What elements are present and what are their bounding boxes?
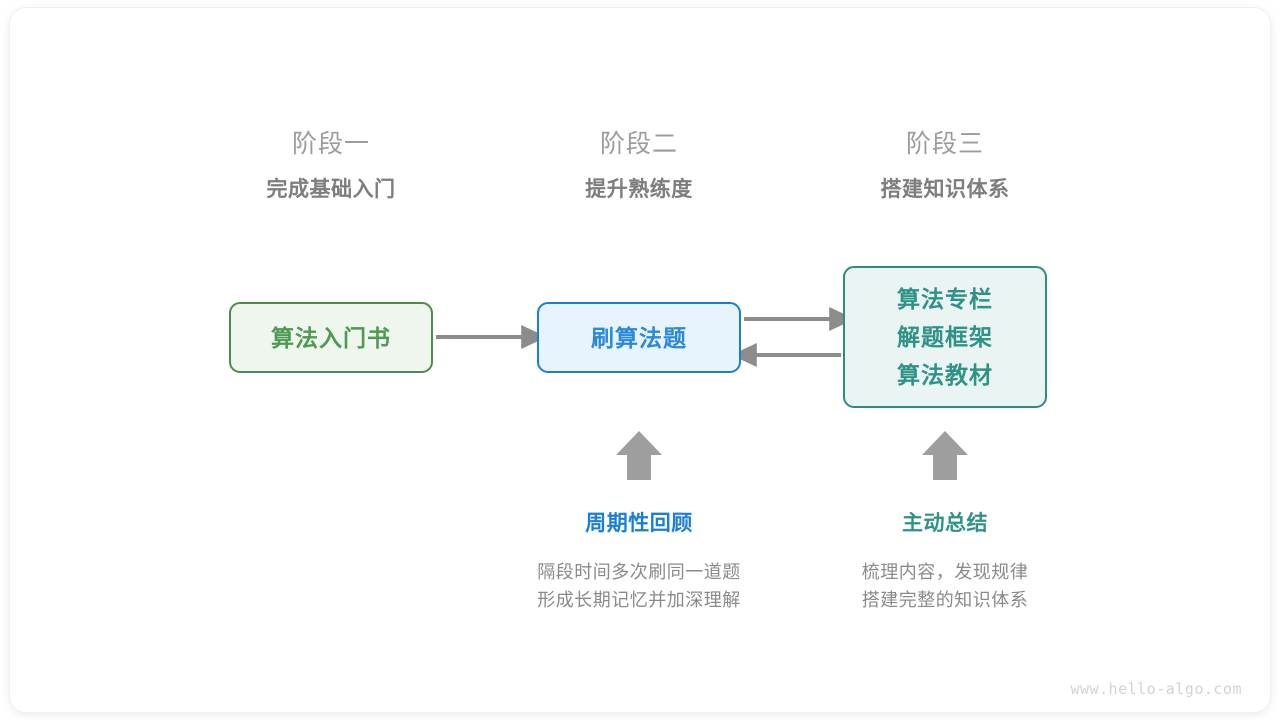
node-practice-label: 刷算法题 <box>591 324 687 351</box>
stage-3-name: 阶段三 <box>905 130 984 158</box>
node-algorithm-intro-book[interactable]: 算法入门书 <box>229 302 433 373</box>
node-practice-problems[interactable]: 刷算法题 <box>537 302 741 373</box>
practice-review-description: 隔段时间多次刷同一道题 形成长期记忆并加深理解 <box>489 558 789 614</box>
practice-summary-desc-line-1: 梳理内容，发现规律 <box>861 562 1029 582</box>
arrow-up-review <box>616 431 662 480</box>
node-resources-line-1: 算法专栏 <box>897 286 993 312</box>
stage-2-name: 阶段二 <box>599 130 678 158</box>
stage-1-name: 阶段一 <box>291 130 370 158</box>
practice-block-periodic-review: 周期性回顾 隔段时间多次刷同一道题 形成长期记忆并加深理解 <box>489 510 789 614</box>
stage-header-3: 阶段三 搭建知识体系 <box>825 127 1065 205</box>
practice-summary-title: 主动总结 <box>902 512 988 535</box>
stage-header-2: 阶段二 提升熟练度 <box>519 127 759 205</box>
practice-block-active-summary: 主动总结 梳理内容，发现规律 搭建完整的知识体系 <box>795 510 1095 614</box>
node-book-label: 算法入门书 <box>271 324 391 351</box>
practice-review-title: 周期性回顾 <box>585 512 693 535</box>
watermark: www.hello-algo.com <box>1070 680 1242 698</box>
arrow-up-summary <box>922 431 968 480</box>
stage-3-goal: 搭建知识体系 <box>880 178 1010 201</box>
stage-2-goal: 提升熟练度 <box>585 178 693 201</box>
stage-1-goal: 完成基础入门 <box>266 178 396 201</box>
node-resources-line-2: 解题框架 <box>897 324 993 350</box>
stage-header-1: 阶段一 完成基础入门 <box>211 127 451 205</box>
practice-review-desc-line-1: 隔段时间多次刷同一道题 <box>537 562 741 582</box>
node-learning-resources[interactable]: 算法专栏 解题框架 算法教材 <box>843 266 1047 408</box>
practice-review-desc-line-2: 形成长期记忆并加深理解 <box>537 590 741 610</box>
node-resources-line-3: 算法教材 <box>897 362 993 388</box>
practice-summary-description: 梳理内容，发现规律 搭建完整的知识体系 <box>795 558 1095 614</box>
practice-summary-desc-line-2: 搭建完整的知识体系 <box>861 590 1029 610</box>
